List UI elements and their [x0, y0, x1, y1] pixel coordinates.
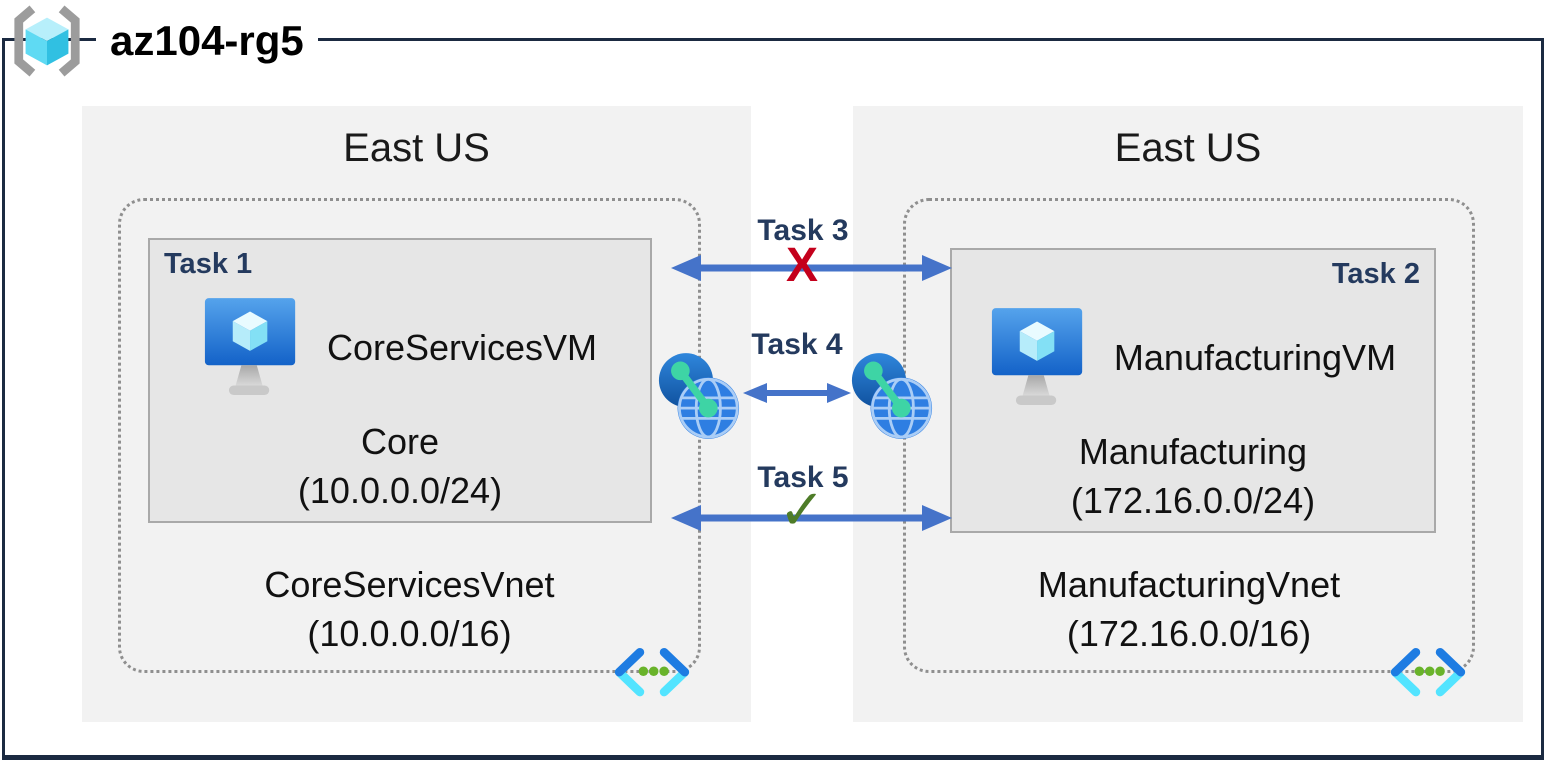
- virtual-network-icon: [1390, 647, 1466, 697]
- vnet-left-name: CoreServicesVnet: [264, 564, 555, 605]
- vm-row-right: ManufacturingVM: [952, 306, 1434, 410]
- subnet-left-label: Core (10.0.0.0/24): [150, 417, 650, 515]
- vm-name-left: CoreServicesVM: [326, 327, 598, 368]
- vnet-peering-globe-icon: [658, 353, 740, 439]
- vnet-peering-globe-icon: [851, 353, 933, 439]
- subnet-right-name: Manufacturing: [1078, 431, 1308, 472]
- resource-group-icon: [14, 5, 80, 77]
- page-title: az104-rg5: [96, 14, 318, 68]
- subnet-left-box: Task 1 CoreServicesVM Core (10.0.0.0/24): [148, 238, 652, 523]
- subnet-right-label: Manufacturing (172.16.0.0/24): [952, 427, 1434, 525]
- vnet-left-cidr: (10.0.0.0/16): [307, 613, 512, 654]
- blocked-x-icon: X: [785, 239, 818, 292]
- region-right-title: East US: [1114, 126, 1262, 170]
- vnet-right-cidr: (172.16.0.0/16): [1066, 613, 1312, 654]
- task5-double-arrow-icon: [671, 505, 952, 531]
- subnet-right-box: Task 2 ManufacturingVM Manufacturing (17…: [950, 248, 1436, 533]
- subnet-left-cidr: (10.0.0.0/24): [297, 470, 503, 511]
- task5-label: Task 5: [757, 461, 849, 494]
- task3-double-arrow-icon: [671, 255, 952, 281]
- task3-label: Task 3: [757, 214, 849, 247]
- vnet-right-label: ManufacturingVnet (172.16.0.0/16): [903, 560, 1475, 658]
- vm-name-right: ManufacturingVM: [1113, 337, 1397, 378]
- vnet-right-name: ManufacturingVnet: [1037, 564, 1341, 605]
- resource-group-header: az104-rg5: [6, 4, 318, 78]
- vnet-left-label: CoreServicesVnet (10.0.0.0/16): [118, 560, 701, 658]
- resource-group-frame: [2, 38, 1544, 760]
- task2-badge: Task 2: [1331, 258, 1420, 290]
- task1-badge: Task 1: [164, 248, 253, 280]
- allowed-check-icon: ✓: [778, 478, 826, 541]
- virtual-machine-icon: [991, 308, 1083, 406]
- virtual-machine-icon: [204, 298, 296, 396]
- virtual-network-icon: [614, 647, 690, 697]
- subnet-right-cidr: (172.16.0.0/24): [1070, 480, 1316, 521]
- vm-row-left: CoreServicesVM: [150, 296, 650, 400]
- subnet-left-name: Core: [360, 421, 440, 462]
- region-left-title: East US: [343, 126, 490, 170]
- task4-double-arrow-icon: [743, 383, 851, 403]
- task4-label: Task 4: [751, 328, 843, 361]
